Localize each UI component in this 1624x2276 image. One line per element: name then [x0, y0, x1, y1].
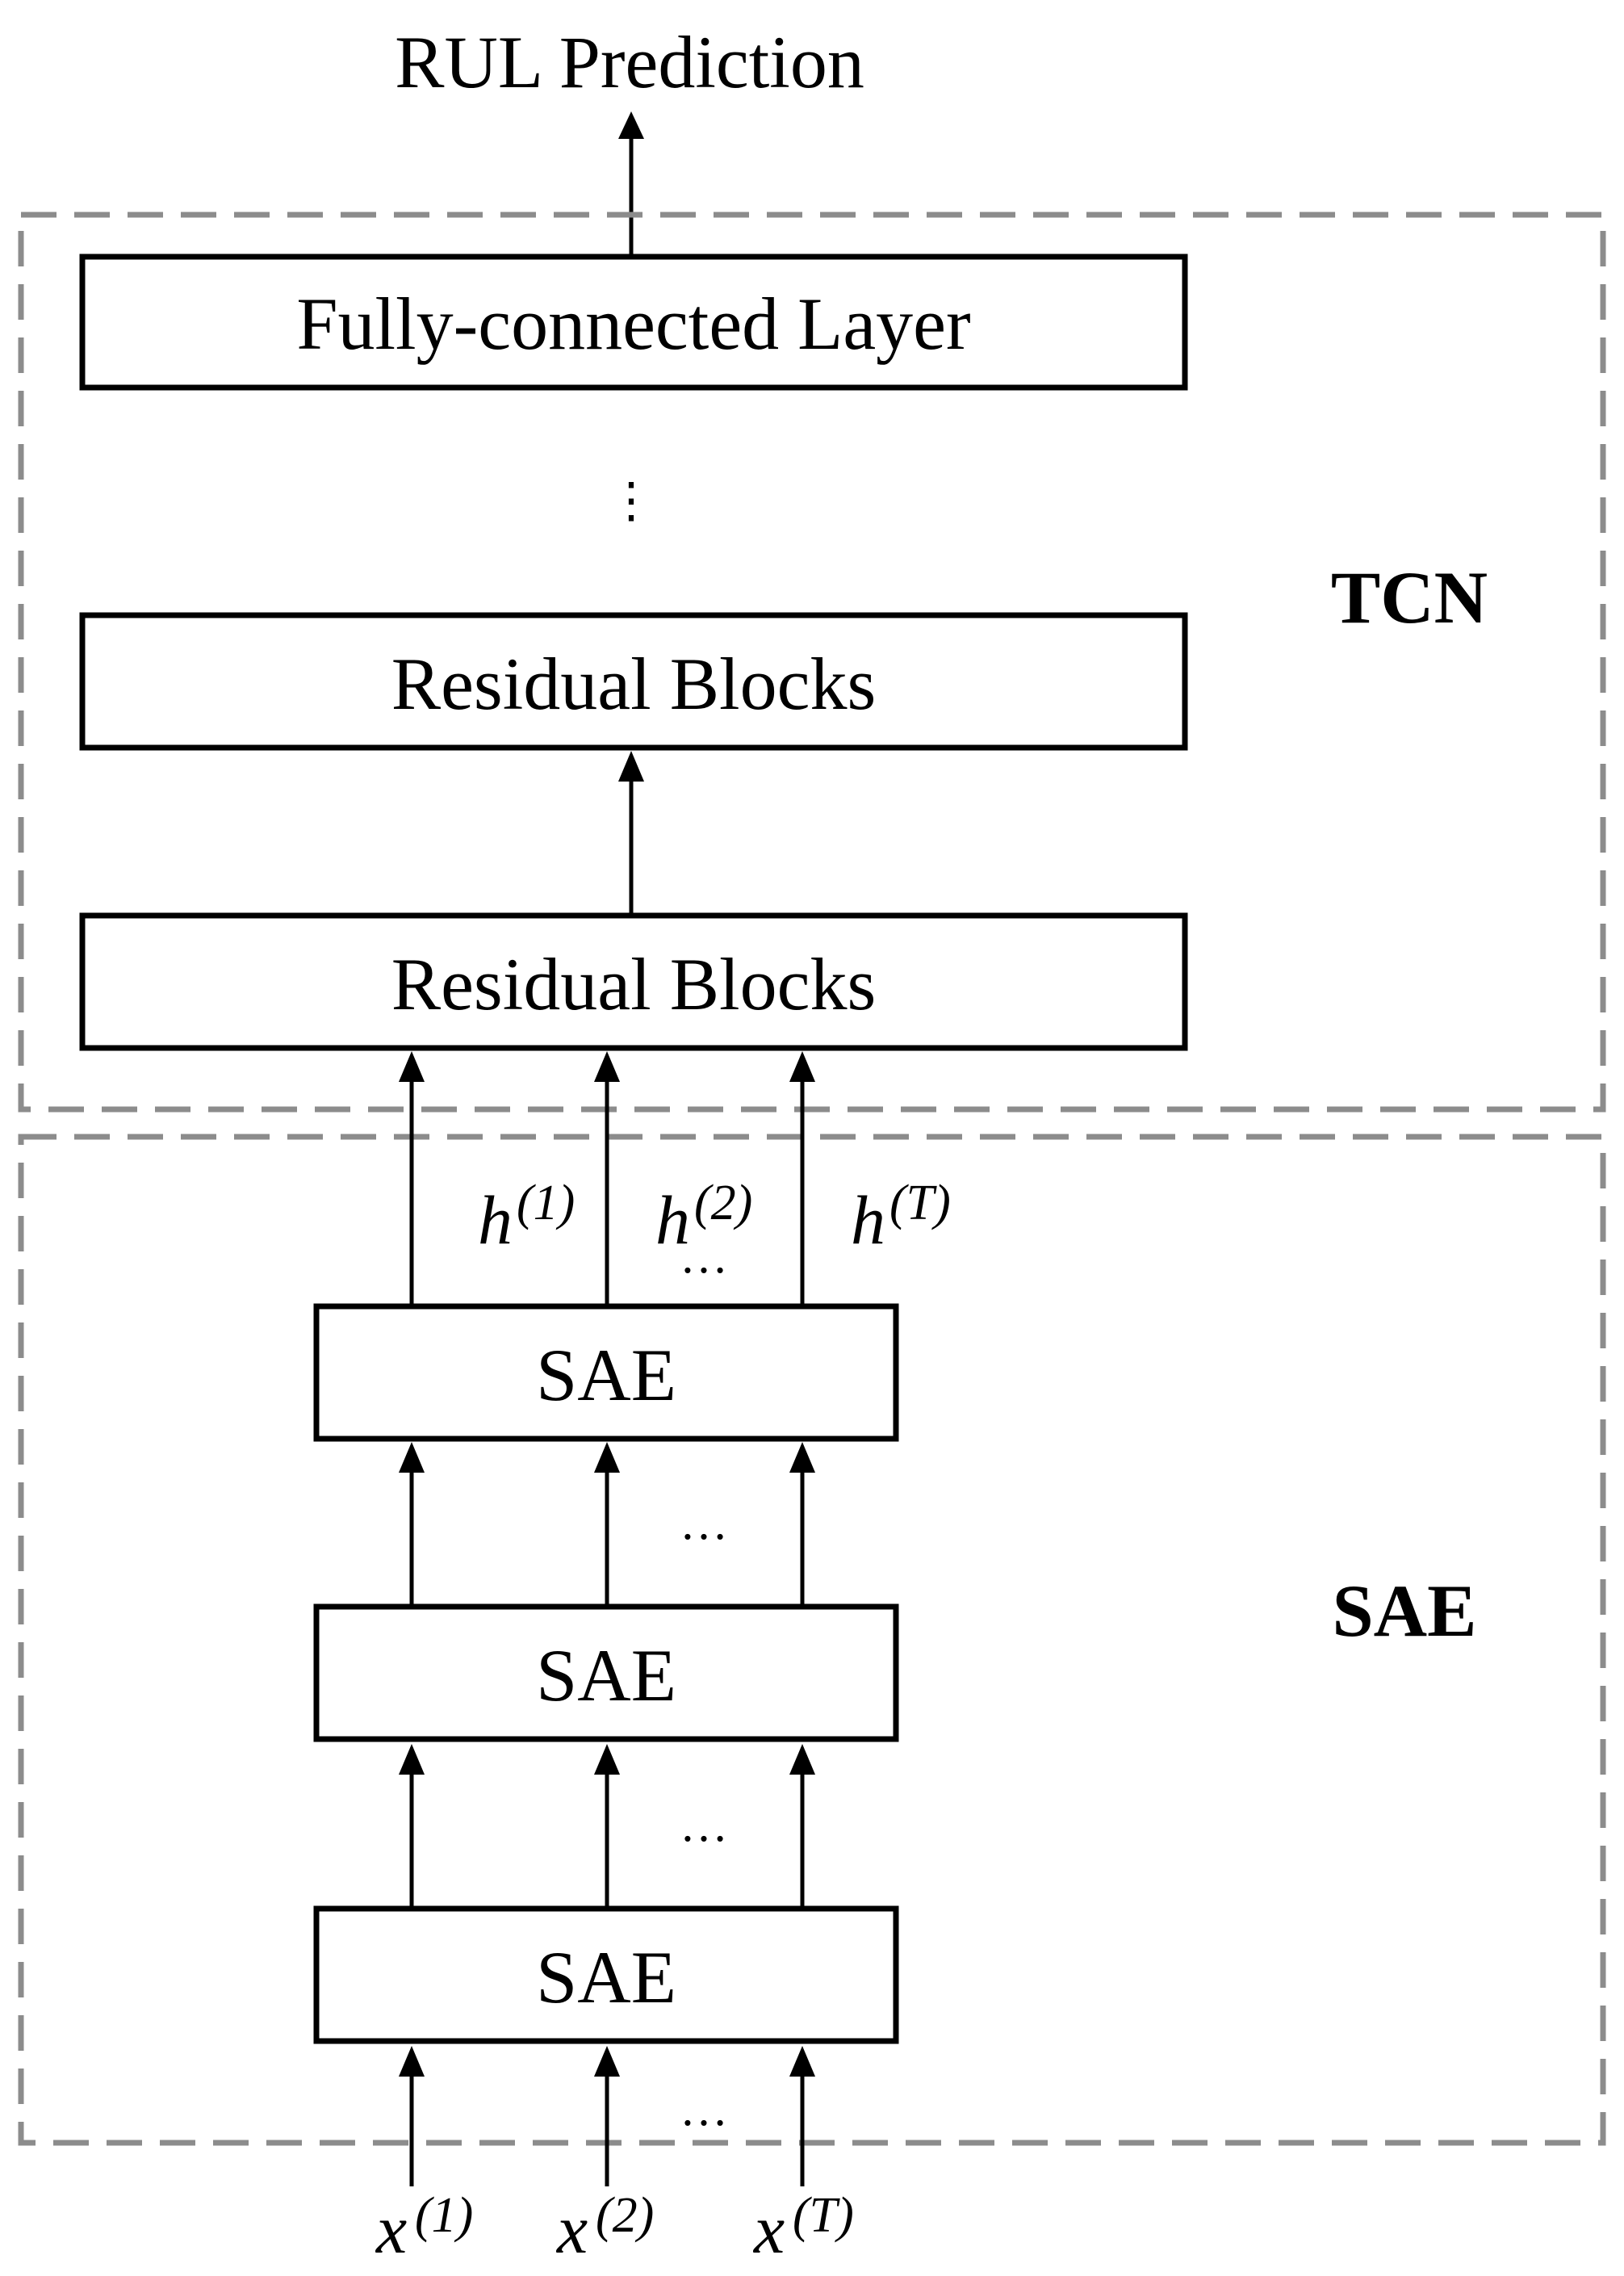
residual-blocks-lower-box — [79, 912, 1188, 1051]
residual-connection-arrowhead — [618, 751, 644, 782]
sae-box-top — [313, 1303, 899, 1442]
input-label-1: x (1) — [375, 2188, 473, 2268]
sae-box-bottom — [313, 1905, 899, 2044]
hidden-label-3-sup: (T) — [889, 1176, 951, 1230]
sae-region-label: SAE — [1333, 1570, 1477, 1652]
residual-blocks-upper-box — [79, 612, 1188, 751]
hidden-label-1-base: h — [478, 1181, 513, 1259]
sae-upper-ellipsis: … — [680, 1496, 728, 1549]
sae-box-middle — [313, 1603, 899, 1742]
hidden-arrows — [399, 1051, 815, 1306]
diagram-title: RUL Prediction — [395, 21, 864, 103]
vertical-ellipsis: ⋮ — [607, 474, 655, 527]
sae-bottom-to-middle-arrows — [399, 1744, 815, 1909]
hidden-ellipsis: … — [680, 1230, 728, 1283]
input-label-2: x (2) — [555, 2188, 654, 2268]
hidden-label-2-base: h — [655, 1181, 690, 1259]
residual-blocks-upper-label: Residual Blocks — [391, 643, 877, 725]
input-label-3: x (T) — [752, 2188, 854, 2268]
output-arrowhead — [618, 111, 644, 139]
hidden-label-1-sup: (1) — [517, 1176, 575, 1230]
sae-box-top-label: SAE — [536, 1334, 676, 1416]
sae-middle-to-top-arrows — [399, 1442, 815, 1607]
input-arrows — [399, 2046, 815, 2186]
hidden-label-3-base: h — [851, 1181, 885, 1259]
hidden-label-1: h (1) — [478, 1176, 575, 1259]
input-label-1-base: x — [375, 2190, 407, 2268]
hidden-label-3: h (T) — [851, 1176, 951, 1259]
tcn-region — [18, 212, 1606, 1113]
sae-region — [18, 1134, 1606, 2146]
fully-connected-layer-box — [79, 254, 1188, 391]
input-ellipsis: … — [680, 2082, 728, 2136]
hidden-label-2-sup: (2) — [694, 1176, 752, 1230]
sae-box-bottom-label: SAE — [536, 1936, 676, 2018]
fully-connected-layer-label: Fully-connected Layer — [296, 283, 970, 365]
sae-lower-ellipsis: … — [680, 1798, 728, 1851]
tcn-region-label: TCN — [1331, 556, 1488, 639]
input-label-3-sup: (T) — [793, 2188, 854, 2243]
input-label-1-sup: (1) — [415, 2188, 473, 2243]
input-label-2-base: x — [555, 2190, 588, 2268]
sae-box-middle-label: SAE — [536, 1634, 676, 1716]
hidden-label-2: h (2) — [655, 1176, 752, 1259]
input-label-3-base: x — [752, 2190, 785, 2268]
input-label-2-sup: (2) — [596, 2188, 654, 2243]
residual-blocks-lower-label: Residual Blocks — [391, 943, 877, 1025]
